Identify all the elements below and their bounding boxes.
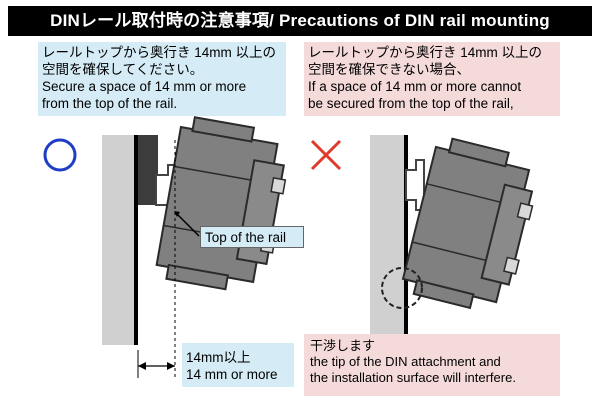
- ok-note: レールトップから奥行き 14mm 以上の 空間を確保してください。 Secure…: [38, 42, 286, 116]
- ok-mounting-wall: [102, 135, 158, 345]
- ok-note-line-1: レールトップから奥行き 14mm 以上の: [42, 45, 277, 60]
- rail-label-arrow-icon: [174, 211, 180, 217]
- wall-right: [370, 135, 406, 345]
- ok-circle-icon: [43, 138, 77, 172]
- spacing-requirement-label: 14mm以上 14 mm or more: [182, 343, 294, 387]
- ng-cross-mark: [310, 139, 342, 171]
- ng-note: レールトップから奥行き 14mm 以上の 空間を確保できない場合、 If a s…: [304, 42, 560, 116]
- ok-note-line-4: from the top of the rail.: [42, 96, 178, 111]
- device-body-right: [401, 137, 534, 310]
- ok-correct-mark: [43, 138, 77, 172]
- top-of-rail-label: Top of the rail: [200, 226, 304, 248]
- spacing-label-jp: 14mm以上: [186, 350, 251, 365]
- page-title: DINレール取付時の注意事項/ Precautions of DIN rail …: [8, 6, 592, 36]
- spacing-label-en: 14 mm or more: [186, 367, 278, 382]
- interfere-line-1: 干渉します: [310, 338, 376, 353]
- ok-note-line-3: Secure a space of 14 mm or more: [42, 79, 247, 94]
- ng-note-line-4: be secured from the top of the rail,: [308, 96, 514, 111]
- wall-left: [102, 135, 136, 345]
- din-rail-back-left: [138, 135, 158, 205]
- dim-arrow-left-icon: [138, 362, 146, 370]
- interference-highlight-circle: [381, 267, 423, 309]
- interference-note: 干渉します the tip of the DIN attachment and …: [304, 334, 560, 396]
- rail-label-leader: [175, 212, 200, 237]
- ng-mounting-wall: [370, 135, 408, 345]
- ok-note-line-2: 空間を確保してください。: [42, 62, 204, 77]
- dim-arrow-right-icon: [167, 362, 175, 370]
- interfere-line-2: the tip of the DIN attachment and: [310, 354, 501, 369]
- ng-note-line-2: 空間を確保できない場合、: [308, 62, 470, 77]
- ng-note-line-1: レールトップから奥行き 14mm 以上の: [308, 45, 543, 60]
- ng-note-line-3: If a space of 14 mm or more cannot: [308, 79, 522, 94]
- interfere-line-3: the installation surface will interfere.: [310, 370, 516, 385]
